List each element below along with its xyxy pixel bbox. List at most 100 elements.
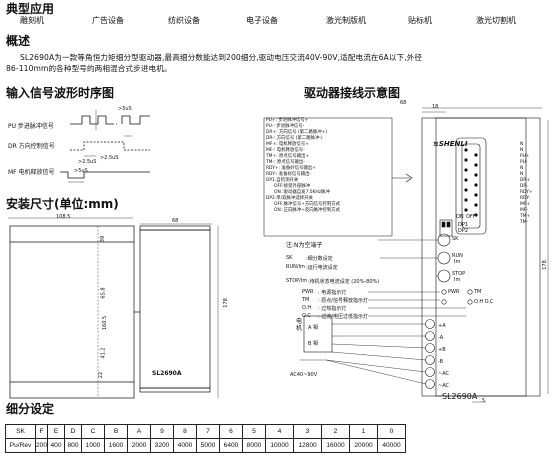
dim-d5: 22 — [98, 371, 105, 379]
table-cell: 1600 — [104, 438, 129, 453]
table-cell: 2000 — [127, 438, 152, 453]
table-cell: 3 — [293, 424, 323, 439]
section-applications: 典型应用 — [6, 2, 55, 16]
terminal-label: ~AC — [438, 371, 450, 377]
timing-t2: >2.5uS — [78, 159, 97, 165]
oh-desc: : 过热指示灯 — [318, 306, 347, 312]
table-cell: 0 — [377, 424, 407, 439]
led-tm-label: TM — [474, 289, 482, 295]
legend-item: RDY-: 准备好信号输出- — [266, 172, 312, 177]
wiring-brand: ≋SHENLI — [433, 140, 467, 148]
table-row: Pu/Rev 200 400 800 1000 1600 2000 3200 4… — [5, 438, 407, 453]
pin-label: TM- — [520, 220, 529, 225]
legend-item: OFF:脉冲信号+方向信号控制方式 — [274, 202, 341, 207]
legend-item: DR-: 方向信号 (第二路脉冲-) — [266, 136, 323, 141]
table-cell: B — [104, 424, 129, 439]
dip-on-label: ON — [456, 214, 464, 220]
app-item: 雕刻机 — [20, 16, 44, 25]
stop-desc: :待机状态电流设定 (20%-80%) — [308, 279, 380, 285]
legend-item: TM+: 原点信号输出+ — [266, 154, 310, 159]
terminal-label: -B — [438, 359, 444, 365]
legend-item: PU+: 步进脉冲信号+ — [266, 118, 309, 123]
terminal-label: +B — [438, 347, 446, 353]
knob-sk-label: SK — [452, 236, 459, 242]
pin-label: N — [520, 172, 524, 177]
table-cell: 1 — [349, 424, 379, 439]
section-wiring: 驱动器接线示意图 — [304, 86, 401, 100]
legend-item: RDY+: 准备好信号输出+ — [266, 166, 316, 171]
table-cell: C — [81, 424, 106, 439]
install-model-label: SL2690A — [152, 370, 182, 377]
dim-d1: 39 — [100, 235, 107, 243]
table-cell: 800 — [64, 438, 83, 453]
table-cell: D — [64, 424, 83, 439]
pin-label: RDY- — [520, 196, 530, 201]
legend-item: DP2:单/双脉冲选择开关 — [266, 196, 313, 201]
table-cell: 40000 — [377, 438, 407, 453]
timing-pu-label: PU 步进脉冲信号 — [8, 123, 54, 130]
pin-label: DR+ — [520, 178, 531, 183]
subdivision-table: SK F E D C B A 9 8 7 6 5 4 3 2 1 0 Pu/Re… — [5, 424, 407, 453]
knob-run-sub: Im — [454, 259, 461, 265]
legend-item: PU-: 步进脉冲信号- — [266, 124, 305, 129]
knob-run-label: RUN — [452, 253, 463, 259]
dim-width-inner: 68 — [172, 218, 179, 224]
knob-stop-sub: Im — [454, 277, 461, 283]
pwr-label: PWR — [302, 289, 314, 295]
terminal-label: +A — [438, 323, 446, 329]
dip2-label: DP2 — [458, 228, 469, 234]
app-item: 电子设备 — [246, 16, 278, 25]
wiring-legend: PU+: 步进脉冲信号+ PU-: 步进脉冲信号- DR+: 方向信号 (第二路… — [266, 118, 394, 214]
motor-label: 电机 — [296, 318, 303, 332]
wiring-dim-right: 178 — [541, 260, 548, 270]
phase-b-label: B 相 — [308, 341, 319, 347]
connector-pins: N N PU+ PU- N N DR+ DR- RDY+ RDY- MF+ MF… — [520, 142, 533, 226]
terminal-label: ~AC — [438, 383, 450, 389]
stop-label: STOP/Im — [286, 278, 308, 284]
oc-desc: : 过流/电压过低指示灯 — [318, 314, 368, 320]
legend-item: DP1:自检测开关 — [266, 178, 299, 183]
table-row: SK F E D C B A 9 8 7 6 5 4 3 2 1 0 — [5, 424, 407, 439]
table-cell: 5 — [242, 424, 267, 439]
table-cell: 10000 — [265, 438, 295, 453]
pin-label: N — [520, 166, 524, 171]
table-cell: 200 — [34, 438, 49, 453]
phase-a-label: A 相 — [308, 325, 319, 331]
oc-label: O.C — [302, 313, 311, 319]
section-overview: 概述 — [6, 34, 31, 48]
pin-label: RDY+ — [520, 190, 533, 195]
table-cell: 1000 — [81, 438, 106, 453]
legend-item: MF+: 电机释放信号+ — [266, 142, 309, 147]
run-label: RUN/Im — [286, 264, 305, 270]
wiring-model: SL2690A — [442, 392, 478, 401]
pin-label: DR- — [520, 184, 528, 189]
legend-item: OFF:接受外部脉冲 — [274, 184, 310, 189]
table-cell: E — [47, 424, 66, 439]
table-cell: 12800 — [293, 438, 323, 453]
table-cell: 5000 — [196, 438, 221, 453]
dip-off-label: OFF — [466, 214, 476, 220]
wiring-drawing — [263, 107, 549, 403]
section-install: 安装尺寸(单位:mm) — [6, 197, 119, 211]
overview-line: SL2690A为一款等角恒力矩细分型驱动器,最高细分数能达到200细分,驱动电压… — [20, 53, 423, 62]
sk-label: SK — [286, 255, 293, 261]
pin-label: PU- — [520, 160, 528, 165]
table-header-cell: SK — [5, 424, 36, 439]
dim-d3: 160.5 — [102, 315, 109, 331]
table-cell: 6 — [219, 424, 244, 439]
overview-text: SL2690A为一款等角恒力矩细分型驱动器,最高细分数能达到200细分,驱动电压… — [6, 52, 558, 74]
table-cell: 4 — [265, 424, 295, 439]
led-pwr-label: PWR — [448, 289, 460, 295]
table-cell: 16000 — [321, 438, 351, 453]
terminal-label: -A — [438, 335, 444, 341]
timing-t1: >5uS — [118, 106, 132, 112]
section-subdivision: 细分设定 — [6, 402, 55, 416]
app-item: 激光制版机 — [326, 16, 366, 25]
timing-t4: >5uS — [74, 168, 88, 174]
brand-logo-icon: ≋ — [433, 140, 439, 148]
table-cell: 3200 — [150, 438, 175, 453]
legend-item: DR+: 方向信号 (第二路脉冲+) — [266, 130, 328, 135]
pin-label: N — [520, 142, 524, 147]
sk-desc: :细分数设定 — [306, 256, 333, 262]
dip1-label: DP1 — [458, 222, 469, 228]
